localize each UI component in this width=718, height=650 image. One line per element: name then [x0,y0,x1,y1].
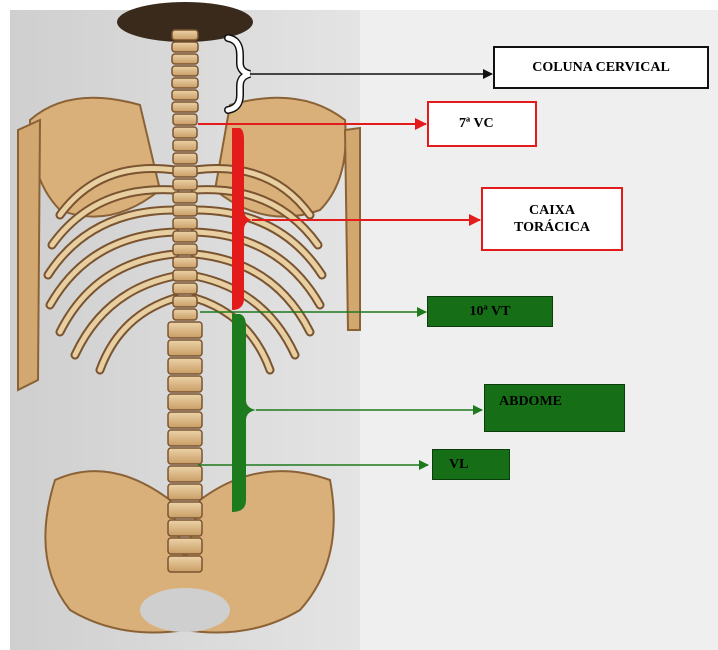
label-t10: 10ª VT [427,296,553,327]
abdomen-brace [232,314,256,512]
label-thorax: CAIXA TORÁCICA [481,187,623,251]
label-c7: 7ª VC [427,101,537,147]
label-lumbar: VL [432,449,510,480]
cervical-brace [228,38,250,110]
thorax-brace [232,128,252,310]
label-cervical: COLUNA CERVICAL [493,46,709,89]
label-abdomen: ABDOME [484,384,625,432]
